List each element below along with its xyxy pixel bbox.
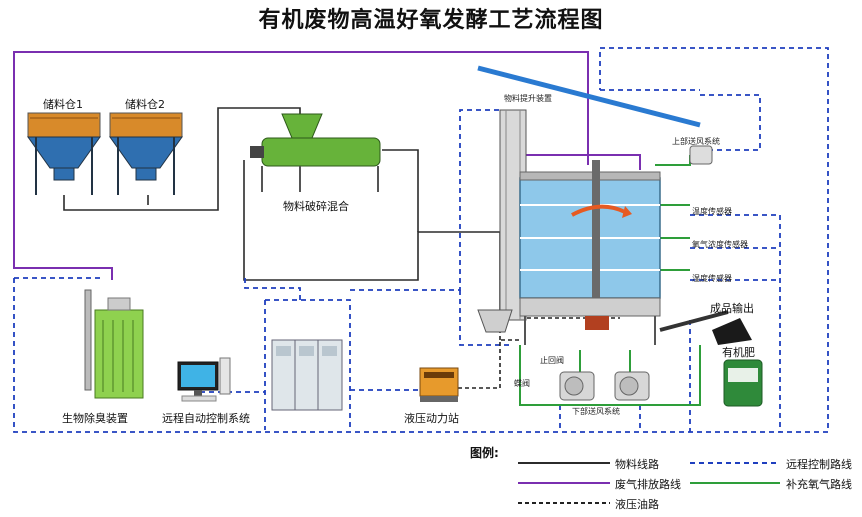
bottom-fans xyxy=(559,371,650,401)
legend-remote: 远程控制路线 xyxy=(786,458,852,471)
humid-sensor-label: 湿度传感器 xyxy=(692,274,732,283)
page-title: 有机废物高温好氧发酵工艺流程图 xyxy=(258,8,604,33)
hydraulic-station xyxy=(419,367,459,402)
top-fan xyxy=(689,145,713,165)
gate-valve-label: 蝶阀 xyxy=(514,379,530,388)
bin2-label: 储料仓2 xyxy=(125,98,165,111)
legend-exhaust: 废气排放路线 xyxy=(615,478,681,491)
temp-sensor-label: 温度传感器 xyxy=(692,207,732,216)
biofilter-label: 生物除臭装置 xyxy=(62,412,128,425)
bin1-label: 储料仓1 xyxy=(43,98,83,111)
legend-swatches xyxy=(518,462,780,504)
fermentation-tank xyxy=(519,160,661,345)
legend-oxygen: 补充氧气路线 xyxy=(786,478,852,491)
bottom-air-label: 下部送风系统 xyxy=(572,407,620,416)
fertilizer-bag xyxy=(723,359,763,407)
top-air-label: 上部送风系统 xyxy=(672,137,720,146)
lift-label: 物料提升装置 xyxy=(504,94,552,103)
storage-bin-1 xyxy=(27,112,101,195)
remote-control-label: 远程自动控制系统 xyxy=(162,412,250,425)
output-label: 成品输出 xyxy=(710,302,754,315)
legend-hydraulic: 液压油路 xyxy=(615,498,659,511)
exhaust-lines xyxy=(13,51,641,280)
control-cabinet xyxy=(271,339,343,411)
computer-workstation xyxy=(177,357,231,402)
crusher-mixer xyxy=(250,113,381,192)
o2-sensor-label: 氧气浓度传感器 xyxy=(692,240,748,249)
legend-title: 图例: xyxy=(470,446,499,460)
hydraulic-label: 液压动力站 xyxy=(404,412,459,425)
remote-control-lines xyxy=(13,47,829,433)
output-conveyor xyxy=(659,310,752,345)
biofilter-unit xyxy=(84,289,144,399)
fertilizer-label: 有机肥 xyxy=(722,346,755,359)
storage-bin-2 xyxy=(109,112,183,195)
legend-material: 物料线路 xyxy=(615,458,659,471)
crusher-label: 物料破碎混合 xyxy=(283,200,349,213)
check-valve-label: 止回阀 xyxy=(540,356,564,365)
